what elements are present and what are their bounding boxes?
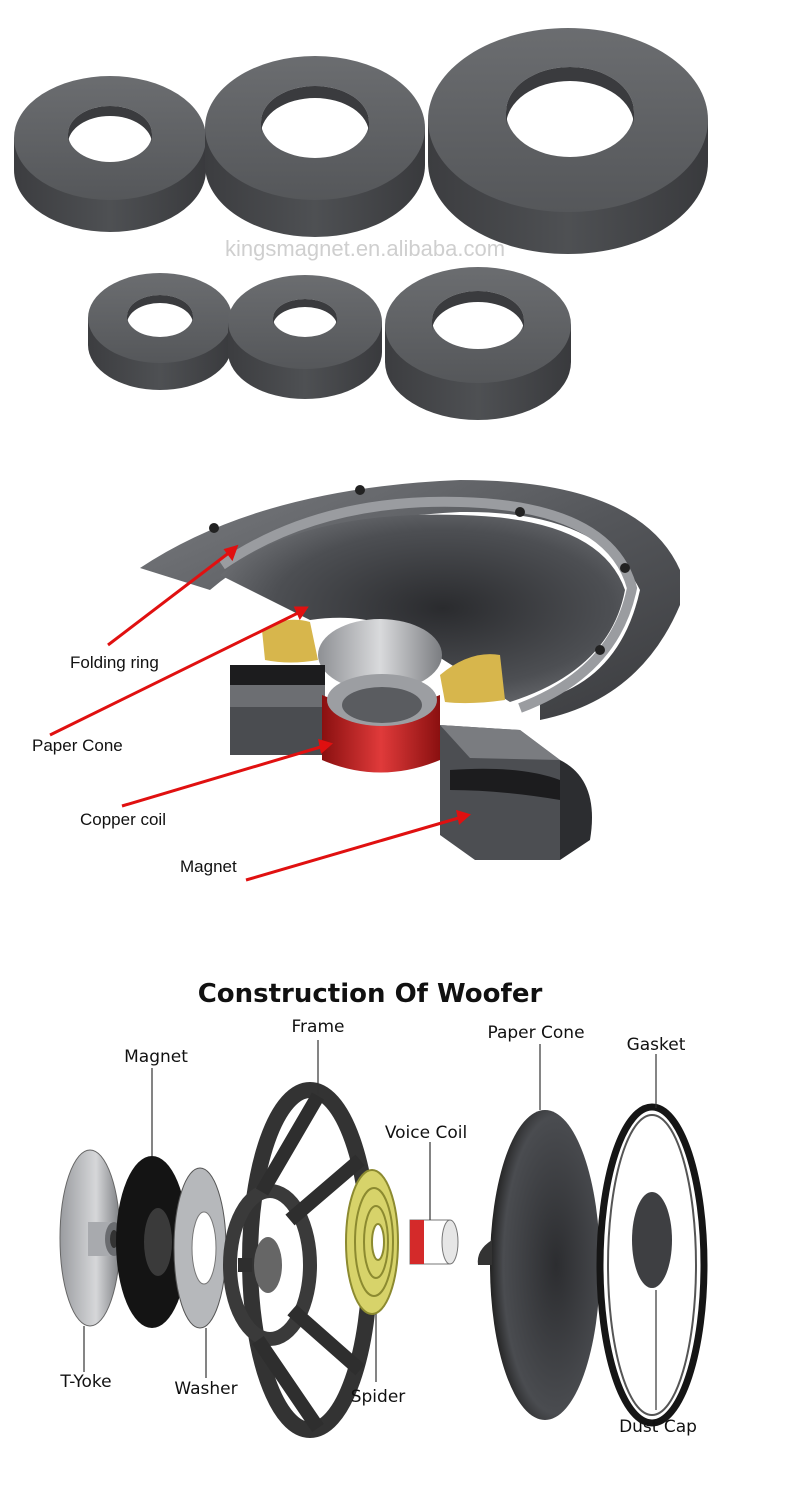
watermark: kingsmagnet.en.alibaba.com [225,236,505,261]
speaker-cutaway: Folding ring Paper Cone Copper coil Magn… [0,440,800,920]
paper-cone [477,1110,600,1420]
label-frame: Frame [292,1017,345,1037]
bolt-hole [209,523,219,533]
ferrite-ring-3 [428,28,708,254]
dust-cap [632,1192,672,1288]
label-paper-cone: Paper Cone [487,1023,584,1043]
label-washer: Washer [174,1379,237,1399]
spider [440,654,505,704]
ferrite-ring-2 [205,56,425,237]
woofer-exploded-illustration: Construction Of Woofer [59,979,708,1438]
t-yoke [59,1149,123,1327]
ferrite-ring-4 [88,273,232,390]
center-bore-inner [342,687,422,723]
bolt-hole [620,563,630,573]
bolt-hole [595,645,605,655]
woofer-exploded-view: Construction Of Woofer [0,920,800,1492]
pole-piece [318,619,442,691]
label-magnet: Magnet [180,857,237,876]
label-copper-coil: Copper coil [80,810,166,829]
label-spider: Spider [351,1387,406,1407]
arrow-folding-ring [107,550,231,647]
bolt-hole [355,485,365,495]
arrow-paper-cone [49,610,301,737]
foam [450,768,560,800]
spider [345,1169,399,1315]
ferrite-ring-5 [228,275,382,399]
arrow-copper-coil [121,744,325,808]
label-dust-cap: Dust Cap [619,1417,697,1437]
frame-basket [560,760,592,860]
arrow-magnet [245,815,463,882]
label-magnet: Magnet [124,1047,188,1067]
gasket [596,1103,708,1427]
washer [173,1167,227,1329]
speaker-cutaway-illustration: Folding ring Paper Cone Copper coil Magn… [32,480,680,882]
ferrite-rings-photo: kingsmagnet.en.alibaba.com [0,0,800,440]
paper-cone [220,514,625,702]
diagram-title: Construction Of Woofer [198,979,543,1009]
spider [262,619,318,663]
magnet [116,1156,188,1328]
label-paper-cone: Paper Cone [32,736,123,755]
voice-coil [409,1219,459,1265]
label-t-yoke: T-Yoke [59,1372,111,1392]
label-arrows [49,544,472,882]
label-gasket: Gasket [627,1035,686,1055]
ferrite-ring-1 [14,76,206,232]
folding-ring [219,496,638,713]
label-voice-coil: Voice Coil [385,1123,467,1143]
top-plate [230,685,325,707]
top-plate [440,725,560,760]
bolt-hole [515,507,525,517]
label-folding-ring: Folding ring [70,653,159,672]
foam [230,665,325,685]
leader-lines [83,1040,657,1410]
ferrite-rings-illustration: kingsmagnet.en.alibaba.com [14,28,708,420]
ferrite-ring-6 [385,267,571,420]
